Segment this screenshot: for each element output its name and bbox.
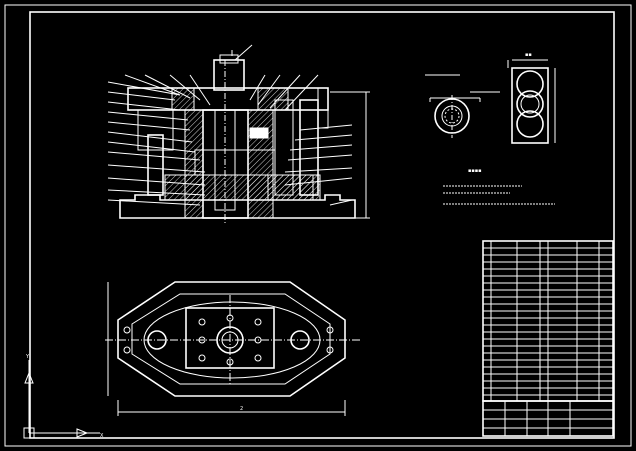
die-shank [213, 59, 245, 91]
upper-plate-hatch-left [171, 87, 195, 111]
upper-guide [317, 87, 329, 129]
die-outline [117, 281, 346, 397]
leaders-right [231, 44, 353, 206]
guide-pillar-left [147, 134, 164, 196]
strip-label: ▪▪ [525, 52, 532, 58]
die-plate-right [267, 174, 314, 201]
parts-list [482, 240, 614, 402]
dimension-bottom: 2 [240, 406, 243, 412]
punch-holder-right [247, 109, 274, 219]
ucs-axis-icon: Y X [23, 354, 104, 439]
part-detail: ▪▪ [425, 52, 556, 144]
outer-frame [4, 4, 632, 447]
shank-top [219, 54, 239, 64]
inner-frame [29, 11, 615, 439]
strip-layout [511, 67, 549, 144]
svg-text:▪▪▪▪: ▪▪▪▪ [468, 168, 482, 174]
punch-holder-left [184, 109, 204, 219]
section-view [107, 44, 370, 225]
svg-text:X: X [100, 433, 104, 439]
stripper-block [249, 127, 269, 139]
title-block [482, 400, 614, 437]
svg-text:Y: Y [25, 354, 30, 360]
technical-notes: ▪▪▪▪ [443, 168, 555, 205]
plan-view: 2 [105, 281, 360, 416]
leaders-left [107, 74, 211, 206]
